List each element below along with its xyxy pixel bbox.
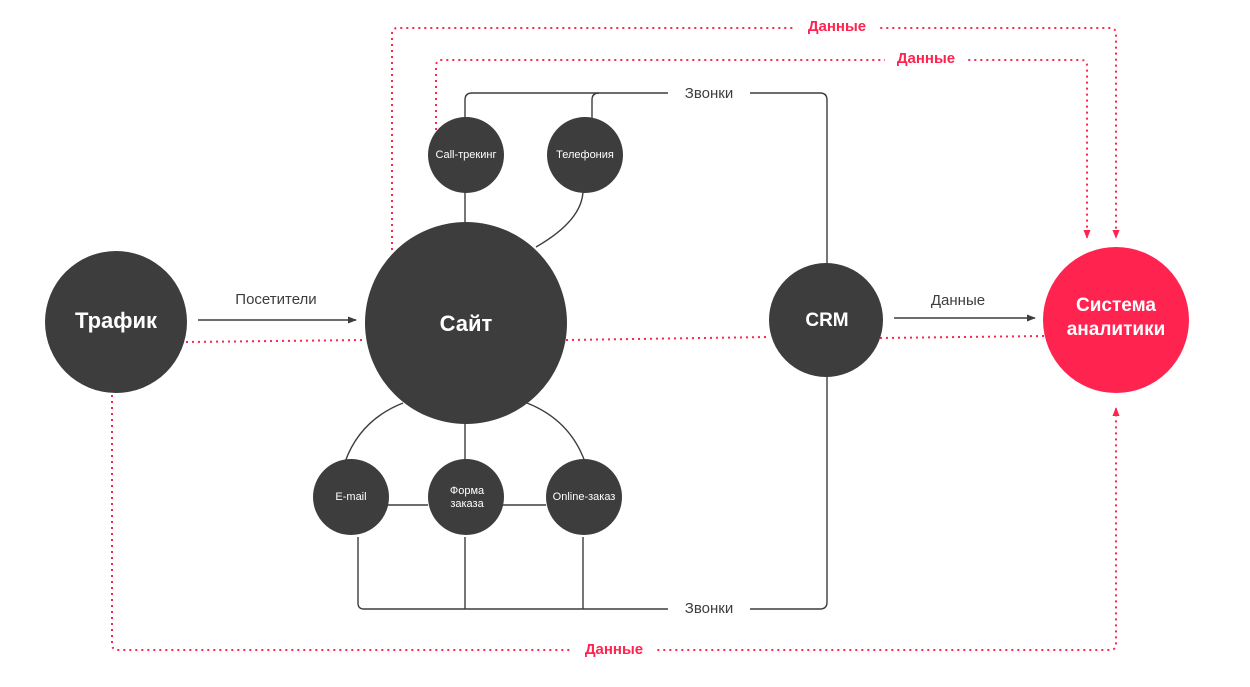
node-analytics-system[interactable]: Система аналитики xyxy=(1043,247,1189,393)
node-telephony-label: Телефония xyxy=(556,149,614,161)
connector-site-to-email xyxy=(344,402,404,463)
node-call-tracking[interactable]: Call-трекинг xyxy=(428,117,504,193)
connector-call-tracking-to-calls xyxy=(464,92,668,155)
data-line-bottom xyxy=(111,395,1120,651)
label-data-bottom: Данные xyxy=(585,641,643,658)
connector-site-to-online-order xyxy=(526,402,586,463)
node-online-order[interactable]: Online-заказ xyxy=(546,459,622,535)
label-data-inner-top: Данные xyxy=(897,50,955,67)
connector-telephony-to-calls xyxy=(591,92,600,155)
node-crm[interactable]: CRM xyxy=(769,263,883,377)
connector-site-to-telephony xyxy=(535,189,584,248)
gray-connectors xyxy=(198,92,1036,610)
connector-calls-to-crm-bottom xyxy=(750,370,828,610)
node-traffic[interactable]: Трафик xyxy=(45,251,187,393)
label-crm-data: Данные xyxy=(931,292,985,309)
node-online-order-label: Online-заказ xyxy=(553,491,616,503)
node-site[interactable]: Сайт xyxy=(365,222,567,424)
node-email[interactable]: E-mail xyxy=(313,459,389,535)
node-order-form-label-line1: Форма xyxy=(450,485,485,497)
connector-calls-to-crm-top xyxy=(750,92,828,290)
data-line-outer-top xyxy=(391,27,1120,250)
node-call-tracking-label: Call-трекинг xyxy=(436,149,497,161)
node-traffic-label: Трафик xyxy=(75,308,158,333)
node-analytics-label-line1: Система xyxy=(1076,295,1156,316)
data-line-horizontal-left xyxy=(185,339,367,343)
node-email-label: E-mail xyxy=(335,491,366,503)
data-line-horizontal-right xyxy=(879,335,1046,339)
connector-email-to-calls xyxy=(357,537,668,610)
label-data-outer-top: Данные xyxy=(808,18,866,35)
node-telephony[interactable]: Телефония xyxy=(547,117,623,193)
data-lines xyxy=(111,27,1120,651)
data-line-horizontal-middle xyxy=(565,336,771,341)
node-crm-label: CRM xyxy=(805,310,848,331)
node-analytics-label-line2: аналитики xyxy=(1067,319,1166,340)
node-order-form[interactable]: Форма заказа xyxy=(428,459,504,535)
label-visitors: Посетители xyxy=(235,291,316,308)
data-line-inner-top xyxy=(435,59,1091,239)
edge-labels: Посетители Звонки Звонки Данные Данные Д… xyxy=(235,16,985,661)
node-order-form-label-line2: заказа xyxy=(450,498,484,510)
node-site-label: Сайт xyxy=(440,311,493,336)
label-calls-bottom: Звонки xyxy=(685,600,733,617)
label-calls-top: Звонки xyxy=(685,85,733,102)
